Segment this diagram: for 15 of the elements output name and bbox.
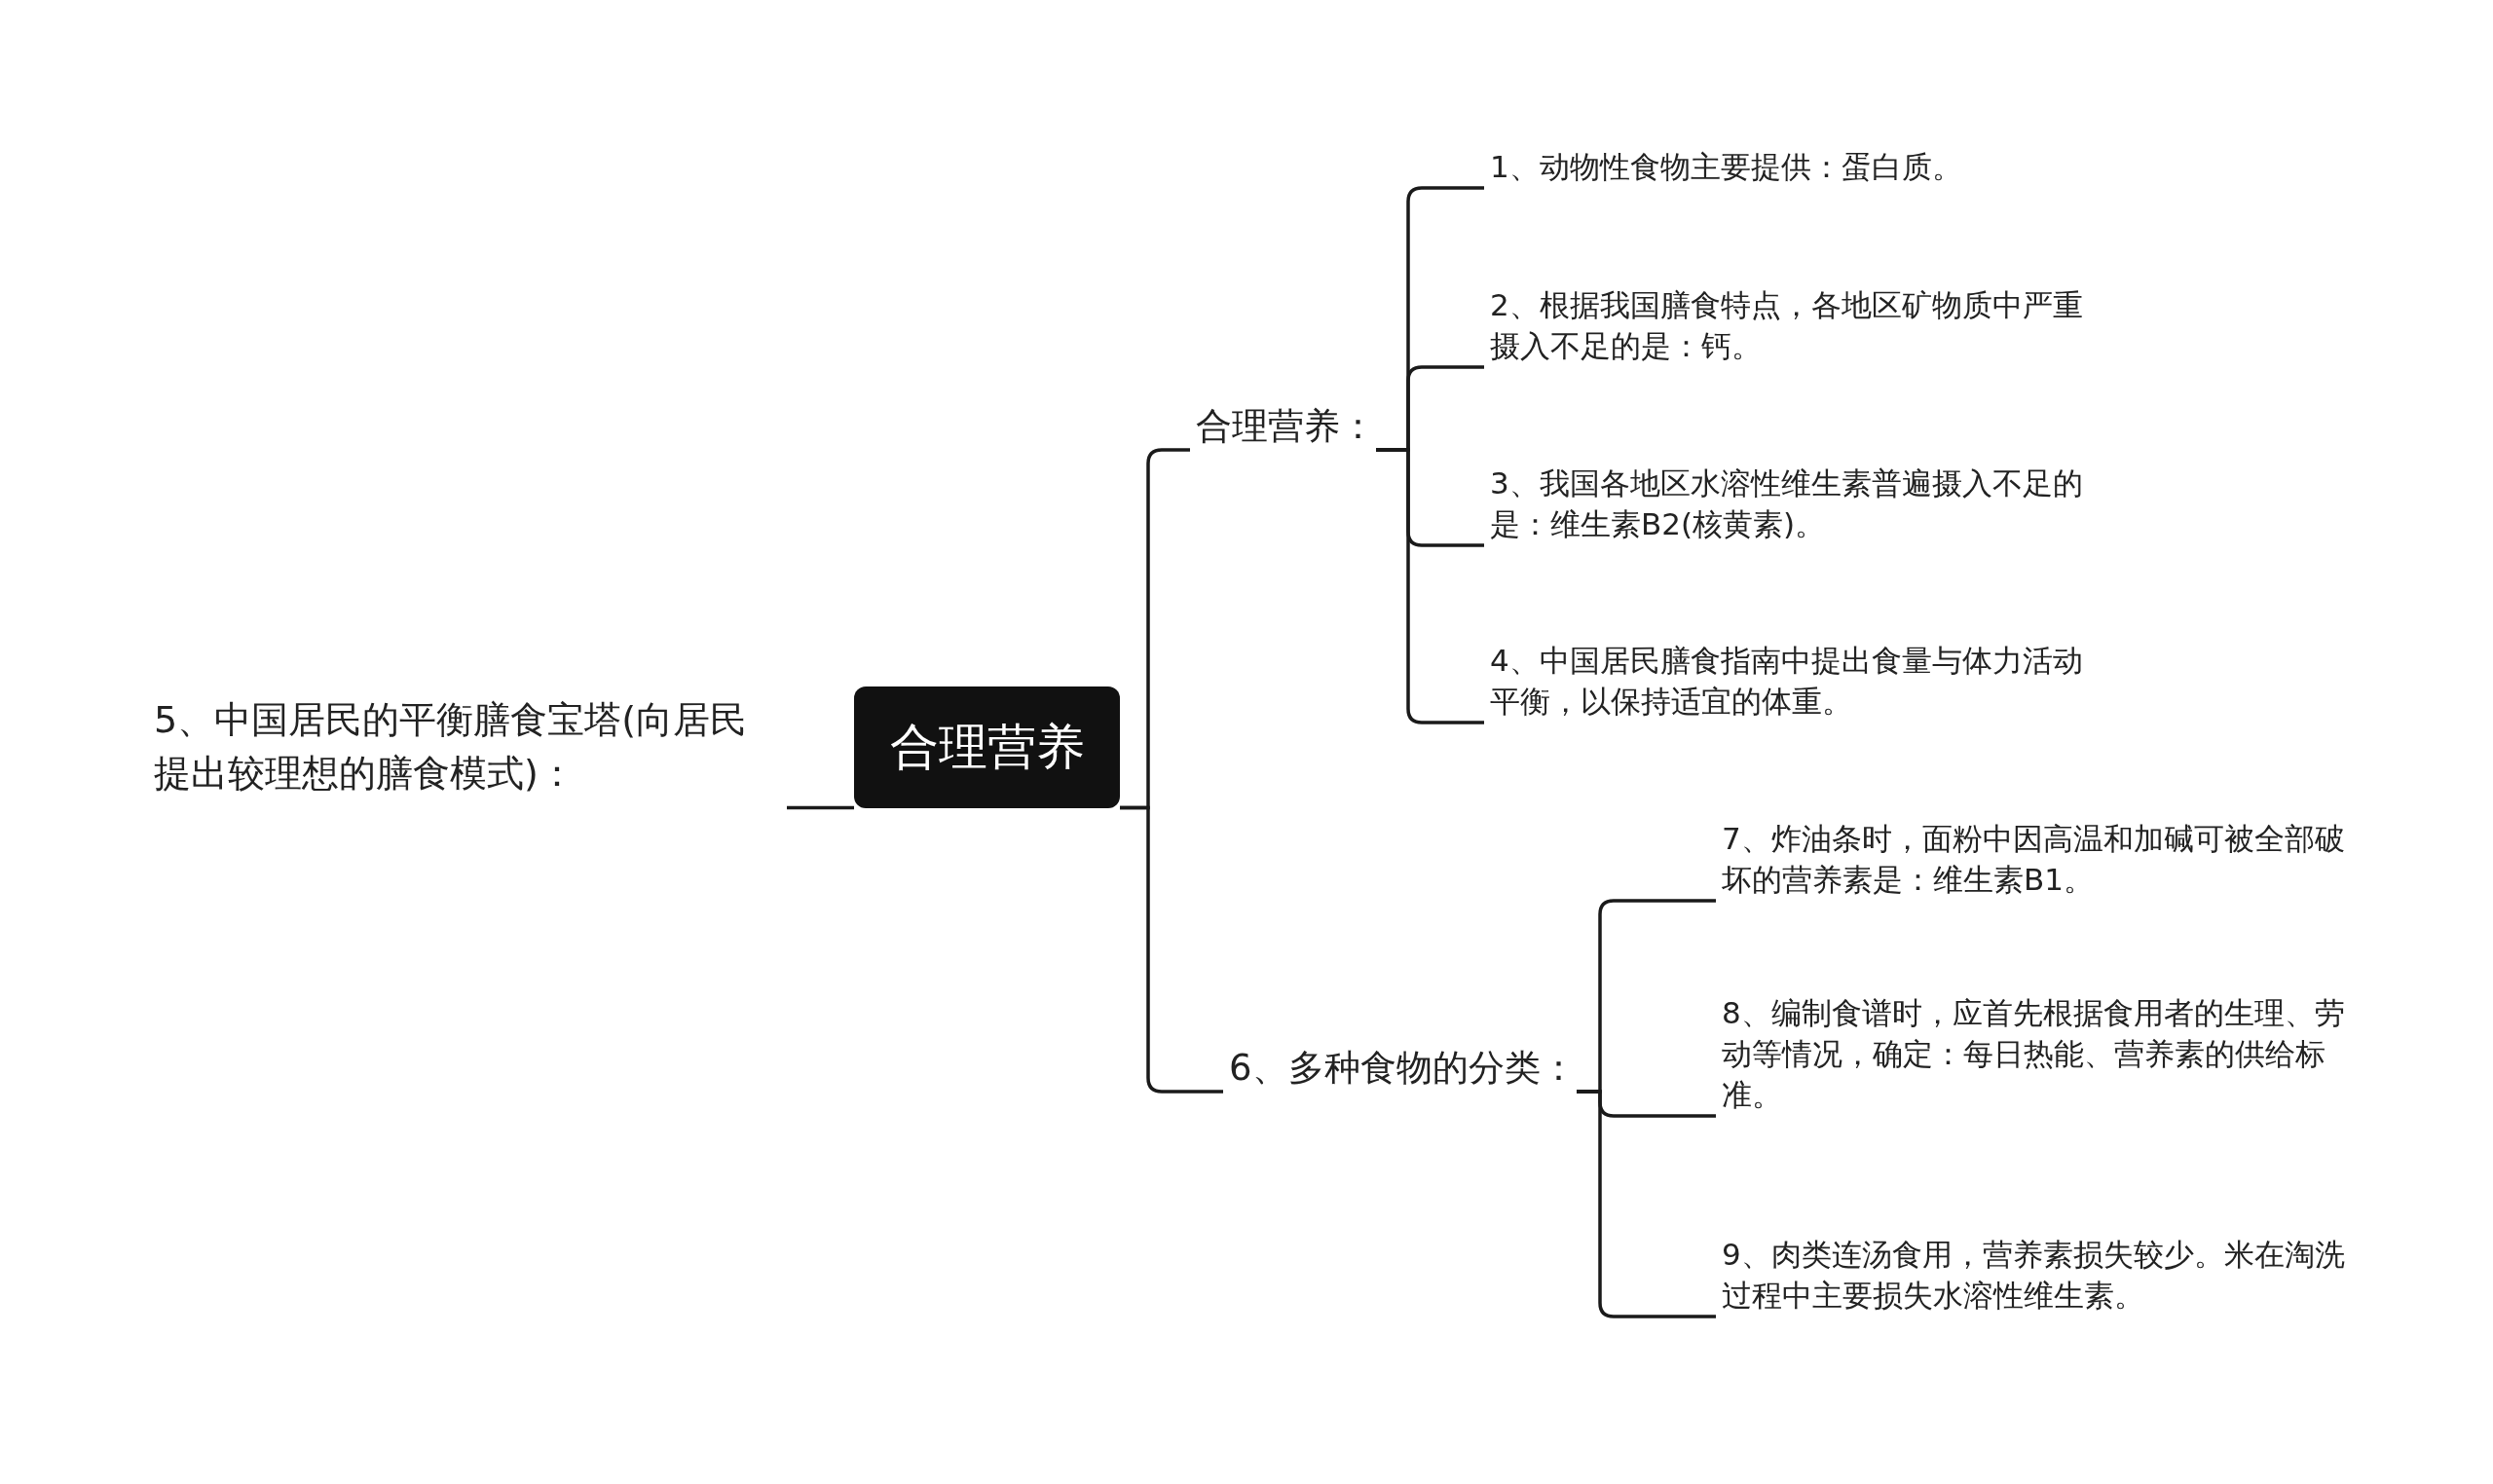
leaf-topic: 4、中国居民膳食指南中提出食量与体力活动平衡，以保持适宜的体重。 [1490,641,2094,723]
leaf-topic: 1、动物性食物主要提供：蛋白质。 [1490,147,2094,188]
connector-line [787,805,854,810]
leaf-topic: 3、我国各地区水溶性维生素普遍摄入不足的是：维生素B2(核黄素)。 [1490,464,2094,545]
branch-topic: 合理营养： [1196,403,1376,451]
leaf-topic: 8、编制食谱时，应首先根据食用者的生理、劳动等情况，确定：每日热能、营养素的供给标准。 [1722,993,2345,1116]
branch-topic: 6、多种食物的分类： [1229,1045,1577,1093]
leaf-topic: 9、肉类连汤食用，营养素损失较少。米在淘洗过程中主要损失水溶性维生素。 [1722,1235,2345,1317]
connector-line [1577,1090,1716,1318]
branch-topic: 5、中国居民的平衡膳食宝塔(向居民提出较理想的膳食模式)： [154,693,777,801]
connector-line [1376,448,1484,724]
leaf-topic: 7、炸油条时，面粉中因高温和加碱可被全部破坏的营养素是：维生素B1。 [1722,819,2345,901]
leaf-topic: 2、根据我国膳食特点，各地区矿物质中严重摄入不足的是：钙。 [1490,285,2094,367]
connector-line [1120,805,1223,1094]
central-topic-box: 合理营养 [854,686,1120,808]
